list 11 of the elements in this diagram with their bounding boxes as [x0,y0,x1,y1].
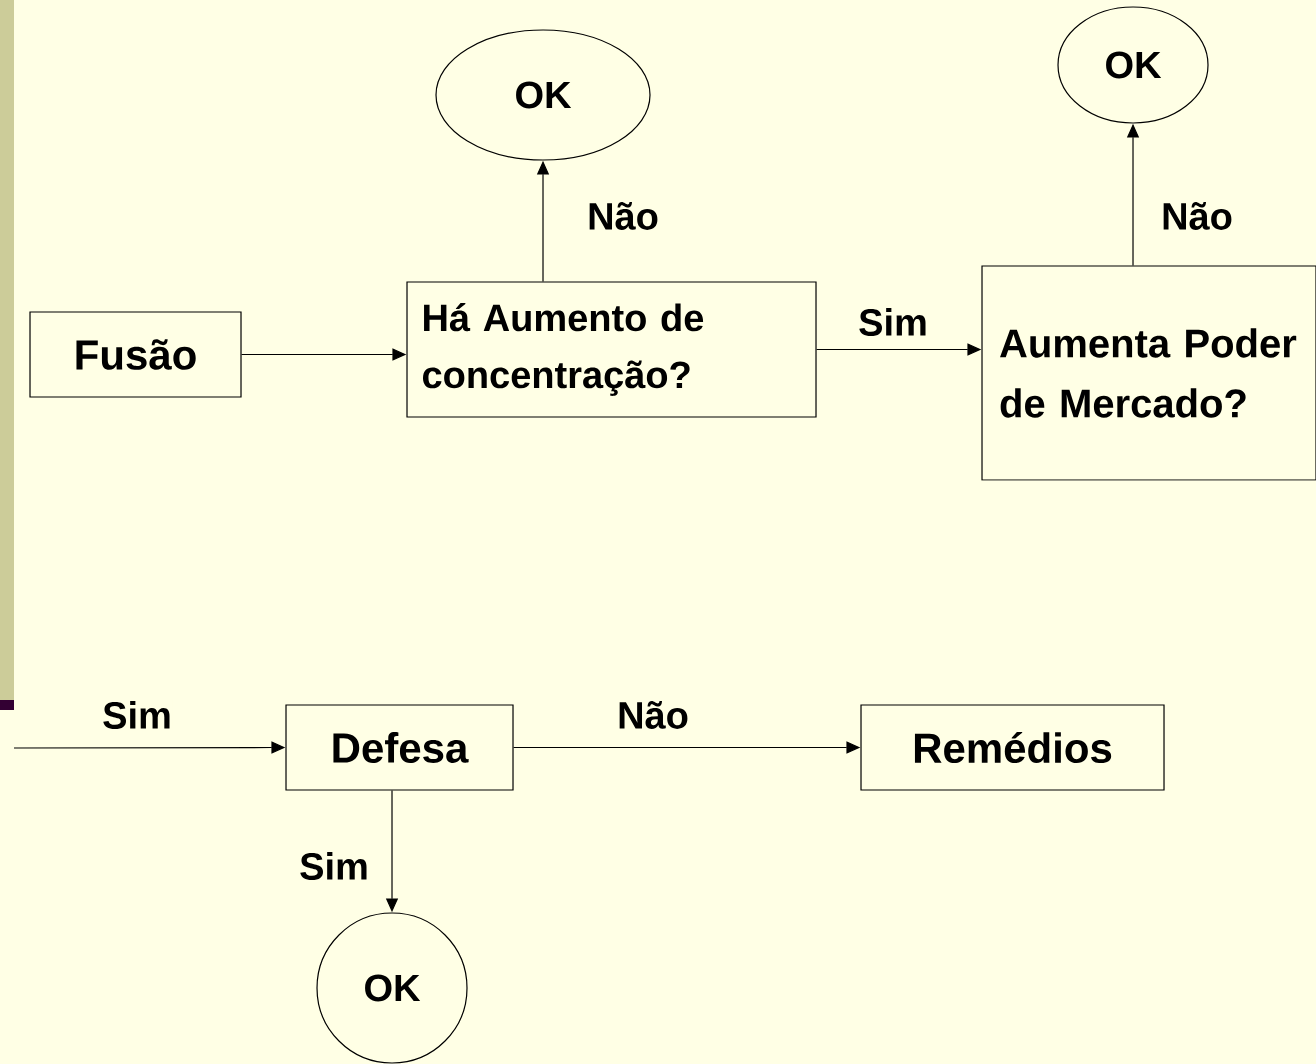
process-box: Defesa [285,704,514,791]
decision-box: Há Aumento de concentração? [406,281,817,418]
edge-label: Sim [101,700,173,730]
process-box: Fusão [29,311,242,398]
edge-label: Sim [298,851,370,881]
edge-label: Não [1160,201,1234,231]
process-box: Remédios [860,704,1165,791]
edge-label: Não [616,700,690,730]
decision-box: Aumenta Poder de Mercado? [981,265,1316,481]
edge-label: Não [586,201,660,231]
edge-label: Sim [857,307,929,337]
